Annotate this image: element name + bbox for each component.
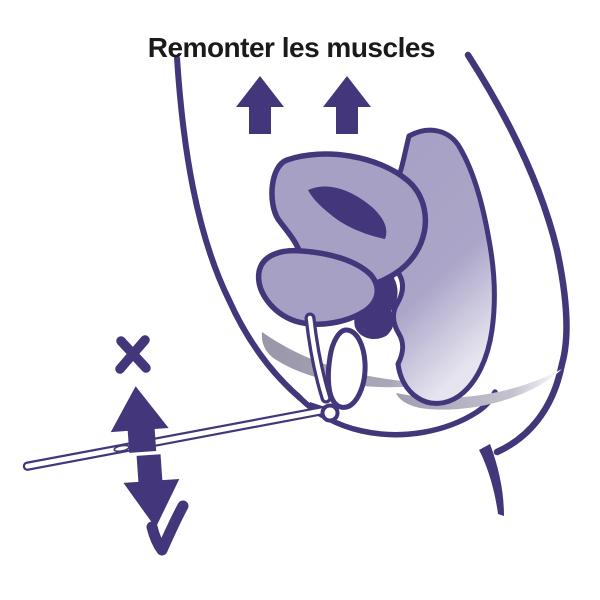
thigh-line [479,444,504,516]
check-icon [146,500,189,556]
up-down-arrow-icon [123,454,180,528]
lift-muscles-arrows [236,76,371,134]
x-icon [115,335,151,374]
muscle-swoosh-upper [261,332,434,388]
urethra-tube [304,312,332,404]
up-down-arrow-icon [110,386,169,453]
uterus-cavity [308,186,387,239]
page-title: Remonter les muscles [147,32,436,63]
probe-rod [22,405,328,471]
up-arrow-icon [323,76,371,134]
rectum-shape [390,127,497,406]
abdomen-front-line [174,55,303,401]
probe-body [325,327,368,410]
back-buttock-line [464,51,570,456]
probe-hinge-ball [320,403,340,423]
bladder-shape [255,247,380,327]
perineometer-probe [22,327,368,471]
probe-motion-arrows [110,335,189,556]
up-arrow-icon [236,76,284,134]
